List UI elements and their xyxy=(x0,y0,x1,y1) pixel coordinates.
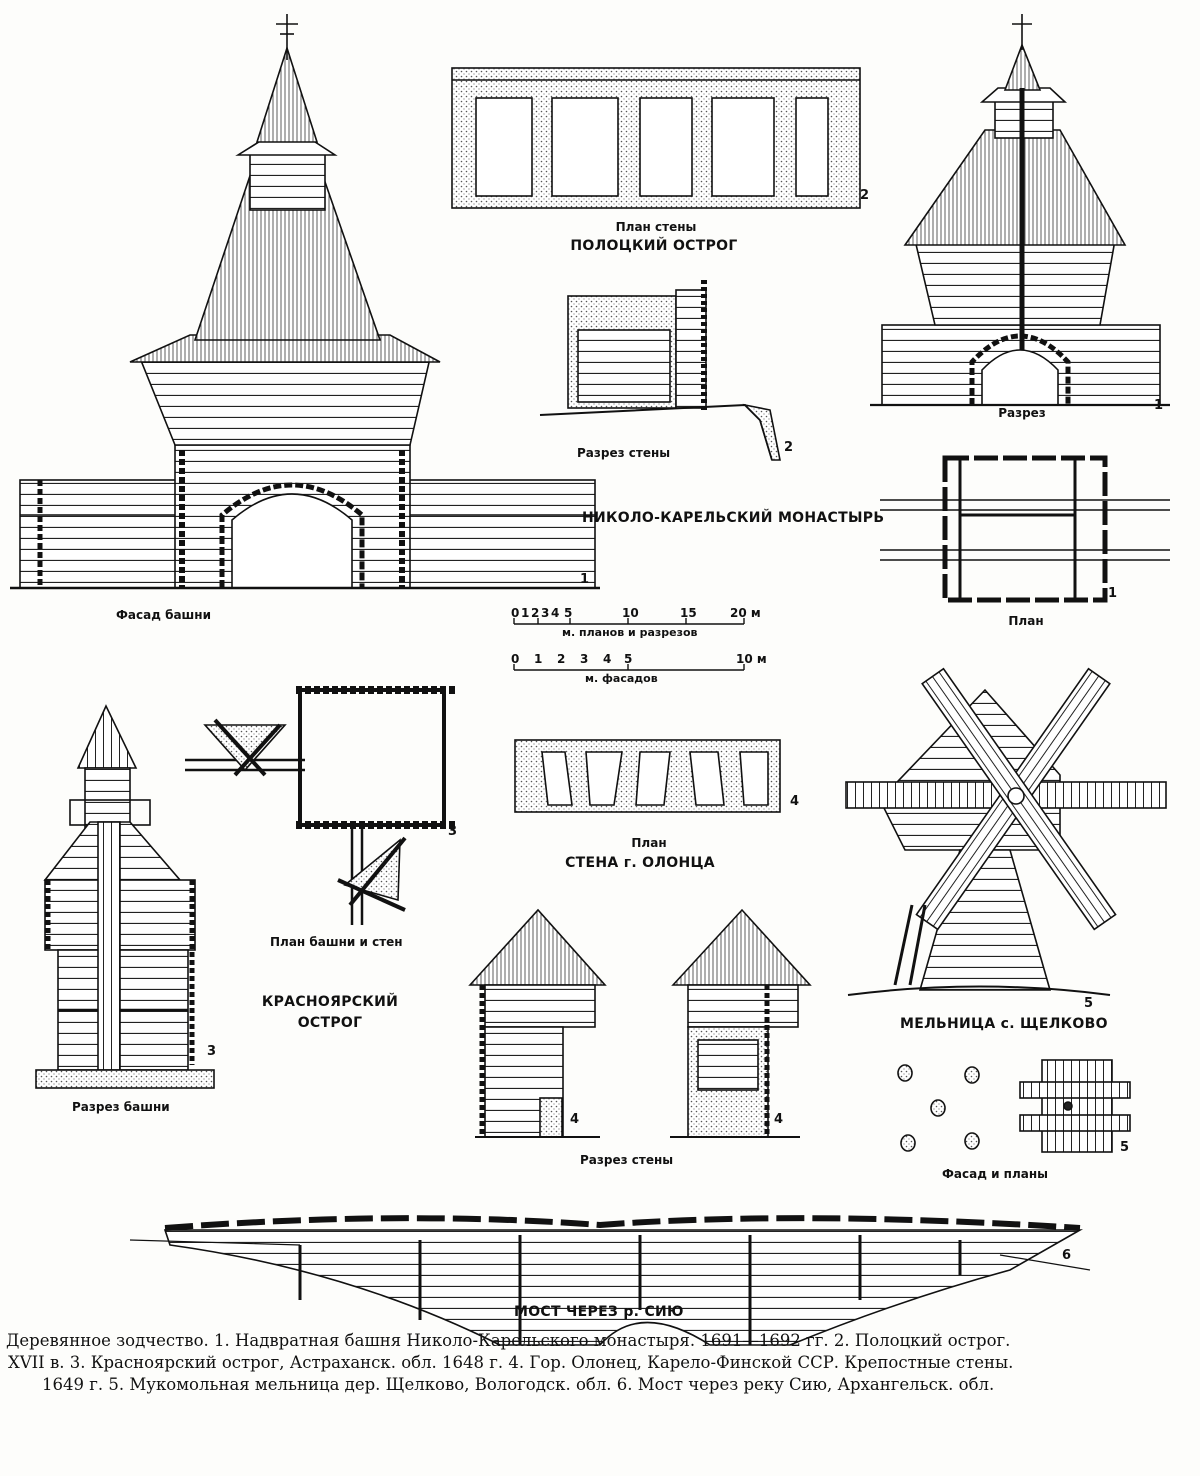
olonets-wall-plan xyxy=(514,739,781,813)
label-section-tower: Разрез башни xyxy=(72,1100,170,1114)
scale-facades-ticks: 0 1 2 3 4 5 10 м xyxy=(511,652,767,666)
plate-caption: Деревянное зодчество. 1. Надвратная башн… xyxy=(6,1330,1194,1396)
tick-plan-5: 5 xyxy=(564,606,573,620)
tick-fac-5: 5 xyxy=(624,652,633,666)
tick-plan-3: 3 xyxy=(541,606,550,620)
figure-number: 1 xyxy=(580,572,590,587)
gate-tower-section xyxy=(870,14,1170,407)
figure-number: 5 xyxy=(1120,1140,1130,1155)
figure-number: 3 xyxy=(207,1044,217,1059)
label-olonets: СТЕНА г. ОЛОНЦА xyxy=(565,855,715,871)
figure-number: 2 xyxy=(784,440,794,455)
tick-fac-4: 4 xyxy=(603,652,612,666)
tick-plan-10: 10 xyxy=(622,606,639,620)
caption-line: 1649 г. 5. Мукомольная мельница дер. Щел… xyxy=(42,1375,995,1394)
figure-number: 3 xyxy=(448,824,458,839)
tick-plan-20: 20 м xyxy=(730,606,761,620)
windmill-elevation xyxy=(845,667,1167,996)
polotsk-wall-section xyxy=(539,280,781,461)
krasnoyarsk-plan xyxy=(185,686,456,925)
tick-plan-2: 2 xyxy=(531,606,540,620)
figure-number: 4 xyxy=(570,1112,580,1127)
tick-fac-3: 3 xyxy=(580,652,589,666)
label-bridge: МОСТ ЧЕРЕЗ р. СИЮ xyxy=(514,1304,684,1320)
label-krasnoyarsk-1: КРАСНОЯРСКИЙ xyxy=(261,994,399,1010)
label-plan-wall: План стены xyxy=(615,220,697,234)
label-section-wall-2: Разрез стены xyxy=(577,446,671,460)
label-scale-facades: м. фасадов xyxy=(585,672,658,685)
label-krasnoyarsk-2: ОСТРОГ xyxy=(297,1015,363,1031)
gate-tower-facade xyxy=(10,14,600,590)
figure-number: 6 xyxy=(1062,1248,1072,1263)
tick-plan-4: 4 xyxy=(551,606,560,620)
label-section-wall-4: Разрез стены xyxy=(580,1153,674,1167)
tick-plan-0: 0 xyxy=(511,606,520,620)
tick-plan-15: 15 xyxy=(680,606,697,620)
olonets-wall-sections xyxy=(468,908,812,1138)
bridge-elevation xyxy=(129,1215,1091,1346)
gate-tower-plan xyxy=(880,455,1170,603)
label-facade-plans: Фасад и планы xyxy=(942,1167,1048,1181)
label-mill: МЕЛЬНИЦА с. ЩЕЛКОВО xyxy=(900,1016,1108,1032)
label-polotsk: ПОЛОЦКИЙ ОСТРОГ xyxy=(570,238,738,254)
caption-line: XVII в. 3. Красноярский острог, Астрахан… xyxy=(8,1353,1014,1372)
label-plan-tower-walls: План башни и стен xyxy=(270,935,403,949)
label-section-1: Разрез xyxy=(998,406,1046,420)
krasnoyarsk-tower-section xyxy=(35,704,215,1089)
tick-fac-2: 2 xyxy=(557,652,566,666)
tick-fac-10: 10 м xyxy=(736,652,767,666)
figure-number: 1 xyxy=(1154,398,1164,413)
figure-number: 2 xyxy=(860,188,870,203)
tick-plan-1: 1 xyxy=(521,606,530,620)
windmill-plans xyxy=(897,1059,1131,1153)
scale-bars xyxy=(513,618,745,671)
tick-fac-0: 0 xyxy=(511,652,520,666)
label-facade-tower: Фасад башни xyxy=(116,608,211,622)
figure-number: 1 xyxy=(1108,586,1118,601)
figure-number: 4 xyxy=(774,1112,784,1127)
label-nikolo-karelsky: НИКОЛО-КАРЕЛЬСКИЙ МОНАСТЫРЬ xyxy=(582,510,885,526)
label-scale-plans: м. планов и разрезов xyxy=(562,626,698,639)
figure-number: 4 xyxy=(790,794,800,809)
tick-fac-1: 1 xyxy=(534,652,543,666)
figure-number: 5 xyxy=(1084,996,1094,1011)
caption-line: Деревянное зодчество. 1. Надвратная башн… xyxy=(6,1331,1011,1350)
label-plan-1: План xyxy=(1008,614,1044,628)
polotsk-wall-plan xyxy=(451,67,861,209)
scale-plans-ticks: 0 1 2 3 4 5 10 15 20 м xyxy=(511,606,761,620)
label-plan-4: План xyxy=(631,836,667,850)
